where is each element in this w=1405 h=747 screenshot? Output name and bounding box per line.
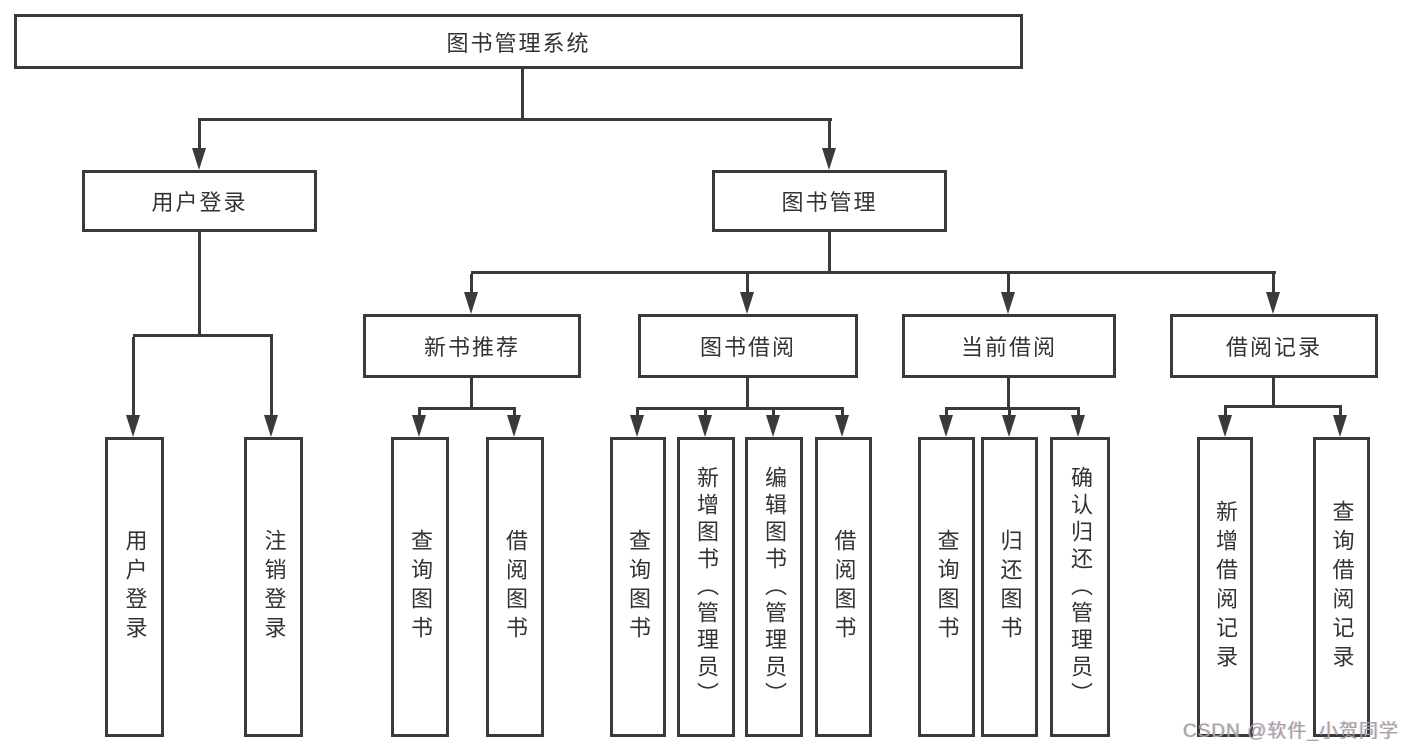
connector-leaf-line (1339, 407, 1342, 417)
leaf-query-book-3: 查询图书 (918, 437, 975, 737)
connector-user-login-branch (133, 334, 273, 337)
arrow-down-icon (822, 148, 836, 170)
leaf-logout: 注销登录 (244, 437, 303, 737)
connector-leaf-line (513, 409, 516, 417)
arrow-down-icon (630, 415, 644, 437)
connector-leaf-line (1008, 409, 1011, 417)
csdn-watermark: CSDN @软件_小贺同学 (1183, 721, 1399, 742)
connector-user-login-stub (198, 232, 201, 336)
leaf-return-book: 归还图书 (981, 437, 1038, 737)
arrow-down-icon (1266, 292, 1280, 314)
arrow-down-icon (264, 415, 278, 437)
arrow-down-icon (126, 415, 140, 437)
connector-leaf-line (1077, 409, 1080, 417)
connector-leaf-line (704, 409, 707, 417)
leaf-borrow-book-2: 借阅图书 (815, 437, 872, 737)
arrow-down-icon (507, 415, 521, 437)
connector-root-stub (521, 68, 524, 120)
connector-leaf-line (841, 409, 844, 417)
connector-root-branch (198, 118, 832, 121)
arrow-down-icon (1002, 415, 1016, 437)
leaf-edit-book-admin: 编辑图书（管理员） (745, 437, 803, 737)
connector-leaf-line (270, 337, 273, 417)
node-book-management: 图书管理 (712, 170, 947, 232)
leaf-query-borrow-record: 查询借阅记录 (1313, 437, 1370, 737)
connector-leaf-line (1272, 274, 1275, 294)
connector-leaf-line (470, 274, 473, 294)
leaf-confirm-return-admin: 确认归还（管理员） (1050, 437, 1110, 737)
connector-borrow-record-branch (1224, 405, 1342, 408)
connector-leaf-line (1224, 407, 1227, 417)
arrow-down-icon (698, 415, 712, 437)
connector-to-book-mgmt-line (828, 121, 831, 149)
connector-leaf-line (772, 409, 775, 417)
connector-borrow-record-stub (1272, 378, 1275, 407)
connector-leaf-line (418, 409, 421, 417)
connector-current-borrow-stub (1007, 378, 1010, 410)
connector-leaf-line (945, 409, 948, 417)
arrow-down-icon (1001, 292, 1015, 314)
arrow-down-icon (1071, 415, 1085, 437)
node-book-borrow: 图书借阅 (638, 314, 858, 378)
arrow-down-icon (939, 415, 953, 437)
connector-leaf-line (746, 274, 749, 294)
connector-leaf-line (636, 409, 639, 417)
arrow-down-icon (1333, 415, 1347, 437)
connector-leaf-line (132, 337, 135, 417)
node-root: 图书管理系统 (14, 14, 1023, 69)
leaf-query-book-2: 查询图书 (610, 437, 666, 737)
connector-book-borrow-branch (636, 407, 844, 410)
arrow-down-icon (766, 415, 780, 437)
connector-current-borrow-branch (945, 407, 1080, 410)
arrow-down-icon (412, 415, 426, 437)
leaf-add-borrow-record: 新增借阅记录 (1197, 437, 1253, 737)
node-borrow-record: 借阅记录 (1170, 314, 1378, 378)
connector-new-book-stub (470, 378, 473, 410)
arrow-down-icon (835, 415, 849, 437)
connector-book-mgmt-branch (471, 271, 1276, 274)
arrow-down-icon (192, 148, 206, 170)
node-current-borrow: 当前借阅 (902, 314, 1116, 378)
arrow-down-icon (1218, 415, 1232, 437)
arrow-down-icon (740, 292, 754, 314)
connector-to-user-login-line (198, 121, 201, 149)
leaf-borrow-book-1: 借阅图书 (486, 437, 544, 737)
connector-new-book-branch (418, 407, 516, 410)
connector-book-borrow-stub (746, 378, 749, 409)
leaf-add-book-admin: 新增图书（管理员） (677, 437, 735, 737)
leaf-query-book-1: 查询图书 (391, 437, 449, 737)
node-user-login: 用户登录 (82, 170, 317, 232)
leaf-user-login: 用户登录 (105, 437, 164, 737)
arrow-down-icon (464, 292, 478, 314)
node-new-book-recommend: 新书推荐 (363, 314, 581, 378)
connector-leaf-line (1007, 274, 1010, 294)
connector-book-mgmt-stub (828, 232, 831, 273)
